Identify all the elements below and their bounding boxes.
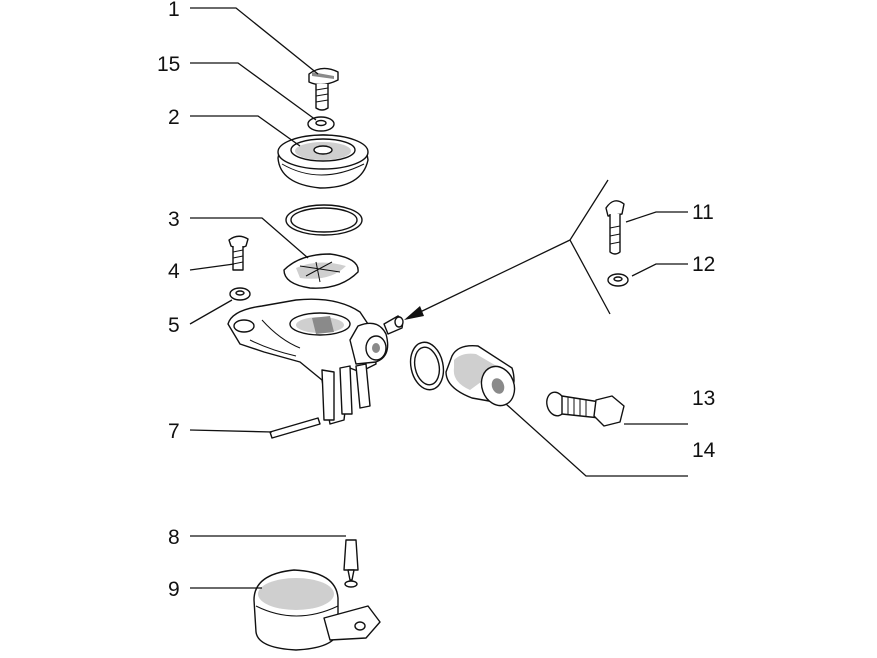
part-2-cover <box>277 134 369 189</box>
part-5-washer <box>229 287 251 301</box>
part-12-washer <box>607 273 629 287</box>
callout-label-13: 13 <box>692 387 715 410</box>
callout-label-2: 2 <box>168 106 180 129</box>
carburetor-body <box>227 298 404 425</box>
o-ring <box>285 204 363 236</box>
part-14-filter <box>445 345 516 407</box>
callout-label-15: 15 <box>157 53 180 76</box>
part-11-bolt <box>605 200 625 255</box>
callout-label-4: 4 <box>168 260 180 283</box>
callout-label-9: 9 <box>168 578 180 601</box>
part-15-washer <box>307 116 335 132</box>
part-13-bolt <box>546 391 625 427</box>
filter-gasket <box>409 341 445 391</box>
leader-lines <box>189 7 688 589</box>
callout-label-1: 1 <box>168 0 180 21</box>
callout-label-11: 11 <box>692 201 714 224</box>
callout-label-7: 7 <box>168 420 180 443</box>
part-4-screw <box>228 235 249 271</box>
part-1-screw <box>308 67 339 111</box>
part-7-pin <box>269 417 321 439</box>
callout-label-3: 3 <box>168 208 180 231</box>
callout-label-8: 8 <box>168 526 180 549</box>
part-3-membrane <box>283 253 359 289</box>
callout-label-5: 5 <box>168 314 180 337</box>
callout-labels: 1 15 2 3 4 5 7 8 9 11 12 13 14 <box>157 0 716 601</box>
part-9-float <box>253 569 381 651</box>
callout-label-14: 14 <box>692 439 716 462</box>
callout-label-12: 12 <box>692 253 715 276</box>
part-8-needle <box>343 539 359 588</box>
